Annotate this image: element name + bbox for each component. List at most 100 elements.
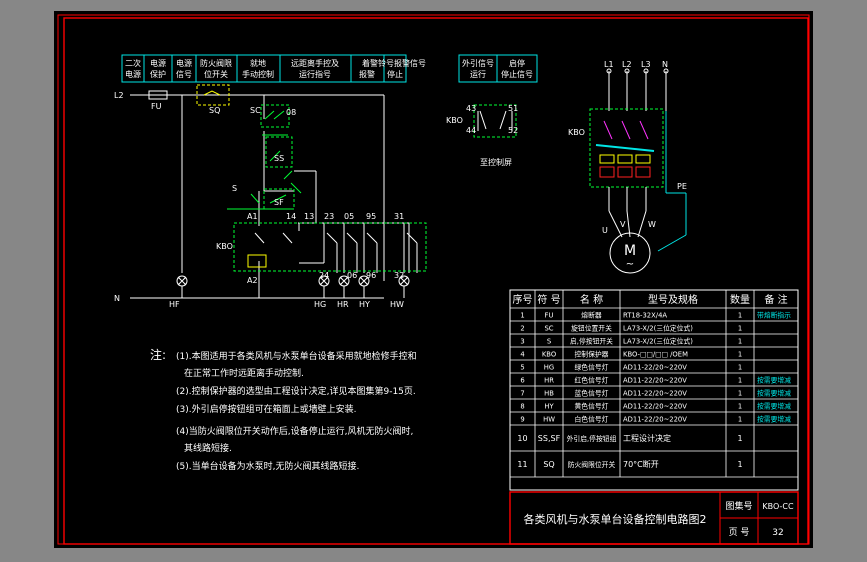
table-cell: SC xyxy=(544,325,553,333)
main-circuit xyxy=(589,68,687,274)
table-header-cell: 备 注 xyxy=(764,293,787,306)
hdr-2a: 电源 xyxy=(150,58,166,68)
table-cell: KBO xyxy=(542,351,556,359)
hdr-4b: 位开关 xyxy=(204,69,228,79)
table-cell: 1 xyxy=(738,364,742,372)
table-header-cell: 型号及规格 xyxy=(648,293,698,306)
label-kbo: KBO xyxy=(216,242,233,251)
table-cell: 7 xyxy=(520,390,524,398)
table-cell: SS,SF xyxy=(538,434,561,443)
table-cell: 4 xyxy=(520,351,524,359)
table-cell: LA73-X/2(三位定位式) xyxy=(623,324,693,333)
label-t43: 43 xyxy=(466,104,476,113)
kbo-ext-contacts xyxy=(473,104,517,138)
sq-limit-switch xyxy=(196,84,230,106)
note-line-4: (3).外引启停按钮组可在箱面上或墙壁上安装. xyxy=(176,403,356,415)
switch-group xyxy=(227,104,302,210)
table-header-cell: 名 称 xyxy=(580,293,603,306)
label-l3: L3 xyxy=(641,60,651,69)
table-cell: 按需要增减 xyxy=(757,415,791,424)
page-value: 32 xyxy=(772,528,783,538)
label-t44: 44 xyxy=(466,126,476,135)
hdr-6b: 运行指号 xyxy=(299,69,331,79)
table-cell: AD11-22/20~220V xyxy=(623,403,687,411)
hdr-5a: 就地 xyxy=(250,58,266,68)
table-cell: 红色信号灯 xyxy=(575,376,609,385)
ext-2b: 停止信号 xyxy=(501,69,533,79)
table-cell: 防火阀限位开关 xyxy=(568,460,616,469)
label-hg: HG xyxy=(314,300,326,309)
inner-frame xyxy=(63,17,809,545)
label-t51: 51 xyxy=(508,104,518,113)
table-cell: HG xyxy=(544,364,554,372)
table-cell: AD11-22/20~220V xyxy=(623,377,687,385)
label-kbo-right: KBO xyxy=(568,128,585,137)
label-t05: 05 xyxy=(344,212,354,221)
drawing-sheet: 二次 电源 电源 保护 电源 信号 防火阀限 位开关 就地 手动控制 远距离手控… xyxy=(54,11,813,548)
table-cell: 工程设计决定 xyxy=(623,433,671,443)
notes: 注: (1).本图适用于各类风机与水泵单台设备采用就地检修手控和 在正常工作时远… xyxy=(150,347,417,472)
circuit-labels: L2 N FU SQ 08 SC SS S SF KBO A1 A2 14 13… xyxy=(114,60,687,309)
hdr-3a: 电源 xyxy=(176,58,192,68)
table-cell: HY xyxy=(544,403,554,411)
header-boxes: 二次 电源 电源 保护 电源 信号 防火阀限 位开关 就地 手动控制 远距离手控… xyxy=(121,54,426,83)
table-cell: 白色信号灯 xyxy=(575,415,609,424)
table-cell: AD11-22/20~220V xyxy=(623,364,687,372)
label-l1: L1 xyxy=(604,60,614,69)
table-cell: 按需要增减 xyxy=(757,376,791,385)
label-sq-contact: 08 xyxy=(286,108,296,117)
hdr-1b: 电源 xyxy=(125,69,141,79)
label-sf: SF xyxy=(274,198,284,207)
table-cell: 熔断器 xyxy=(581,311,602,320)
table-header-cell: 符 号 xyxy=(537,293,560,306)
label-l2: L2 xyxy=(114,91,124,100)
label-t95: 95 xyxy=(366,212,376,221)
table-cell: 1 xyxy=(738,338,742,346)
table-cell: FU xyxy=(545,312,554,320)
page-label: 页 号 xyxy=(729,527,750,538)
hdr-7a: 着警铃号报警信号 xyxy=(362,58,426,68)
table-cell: AD11-22/20~220V xyxy=(623,390,687,398)
table-cell: HB xyxy=(544,390,554,398)
table-cell: 1 xyxy=(520,312,524,320)
table-cell: 蓝色信号灯 xyxy=(575,389,609,398)
table-cell: 10 xyxy=(517,434,527,443)
label-t06: 06 xyxy=(347,271,357,280)
label-motor: M xyxy=(624,243,636,259)
hdr-3b: 信号 xyxy=(176,69,192,79)
hdr-4a: 防火阀限 xyxy=(200,58,232,68)
label-ss: SS xyxy=(274,154,284,163)
table-cell: 3 xyxy=(520,338,524,346)
table-cell: KBO-□□/□□ /OEM xyxy=(623,351,688,359)
label-s: S xyxy=(232,184,237,193)
table-cell: 70°C断开 xyxy=(623,459,659,469)
table-cell: 旋钮位置开关 xyxy=(571,324,612,333)
table-cell: HR xyxy=(544,377,554,385)
note-line-2: 在正常工作时远距离手动控制. xyxy=(184,367,304,379)
table-cell: 1 xyxy=(738,390,742,398)
drawing-title: 各类风机与水泵单台设备控制电路图2 xyxy=(524,512,707,526)
table-cell: 1 xyxy=(738,325,742,333)
ext-1a: 外引信号 xyxy=(462,58,494,68)
label-l2p: L2 xyxy=(622,60,632,69)
label-t23: 23 xyxy=(324,212,334,221)
extra-header-boxes: 外引信号 运行 启停 停止信号 xyxy=(458,54,538,83)
label-t32: 32 xyxy=(394,271,404,280)
label-u: U xyxy=(602,226,608,235)
title-block: 各类风机与水泵单台设备控制电路图2 图集号 KBO-CC 页 号 32 xyxy=(509,491,799,545)
lamps xyxy=(176,275,410,298)
table-header-cell: 序号 xyxy=(513,293,533,306)
table-cell: 1 xyxy=(738,351,742,359)
hdr-7b: 报警 xyxy=(359,69,375,79)
label-hy: HY xyxy=(359,300,370,309)
table-cell: 外引启,停按钮组 xyxy=(567,434,617,443)
table-cell: 1 xyxy=(737,460,742,469)
table-cell: SQ xyxy=(543,460,554,469)
table-cell: RT18-32X/4A xyxy=(623,312,667,320)
label-t96: 96 xyxy=(366,271,376,280)
table-cell: 11 xyxy=(517,460,527,469)
hdr-1a: 二次 xyxy=(125,58,141,68)
outer-frame xyxy=(57,14,810,545)
atlas-value: KBO-CC xyxy=(762,502,794,511)
note-line-3: (2).控制保护器的选型由工程设计决定,详见本图集第9-15页. xyxy=(176,385,416,397)
